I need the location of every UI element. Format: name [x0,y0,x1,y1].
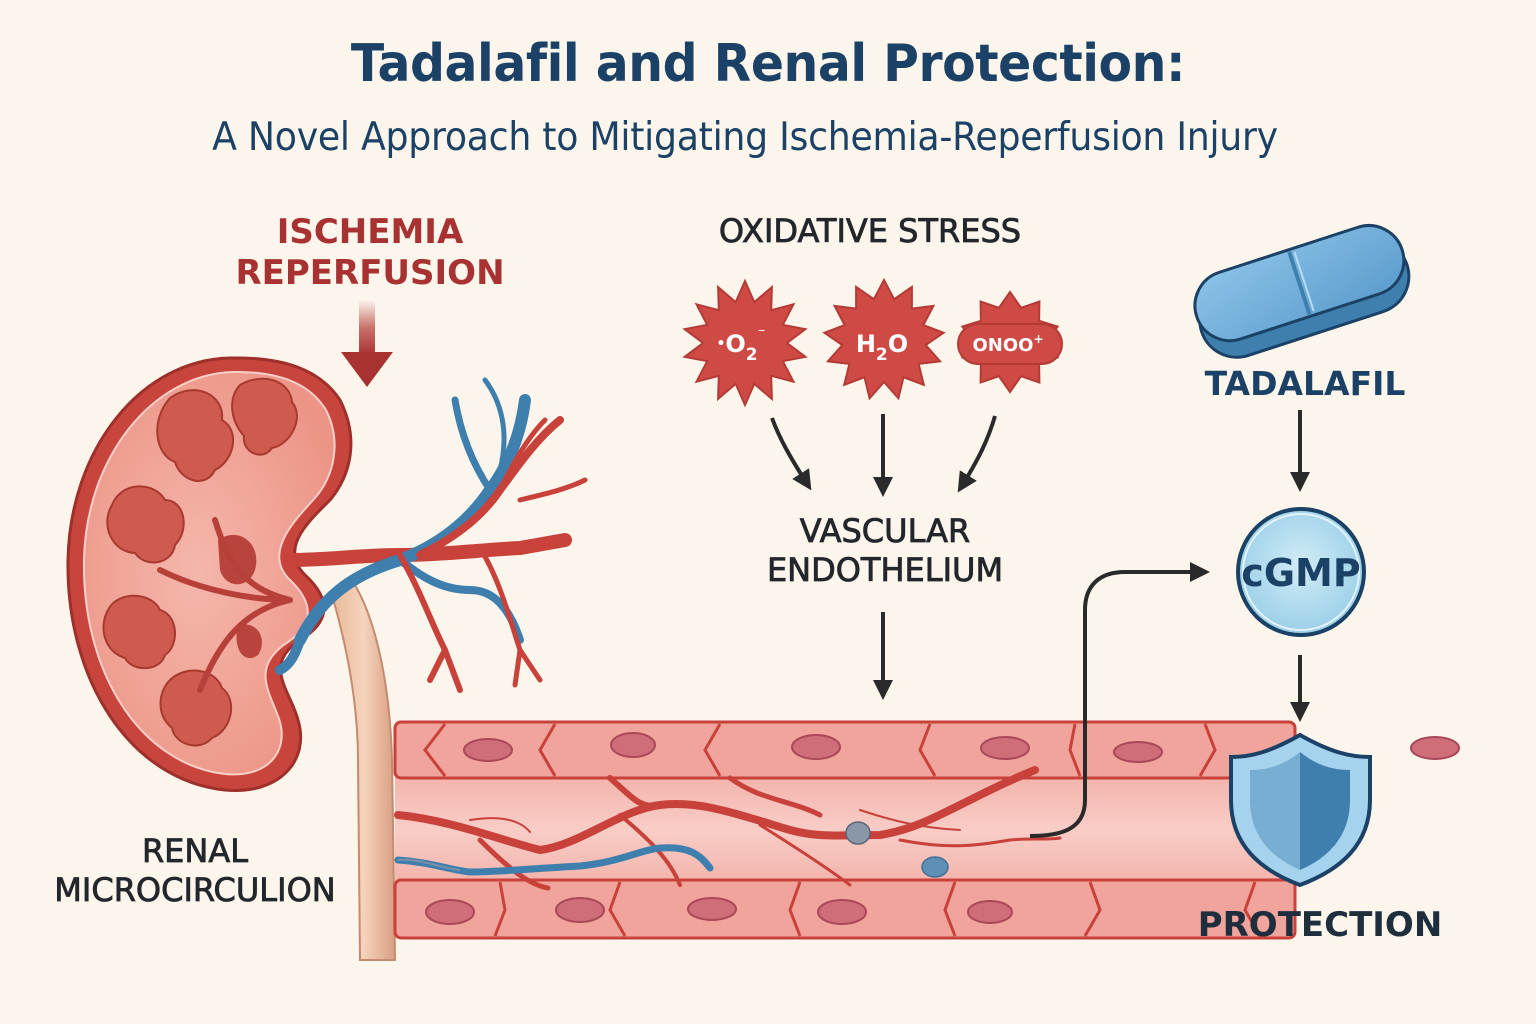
renal-microcirculation-label: RENAL MICROCIRCULION [20,832,370,910]
tadalafil-label: TADALAFIL [1204,364,1406,403]
ischemia-reperfusion-label: ISCHEMIA REPERFUSION [225,212,515,295]
ros-label-peroxynitrite: ONOO+ [972,332,1043,356]
protection-label: PROTECTION [1197,905,1443,945]
ureter [330,583,397,961]
page-title: Tadalafil and Renal Protection: [350,34,1186,94]
ros-burst-superoxide [682,278,808,408]
vascular-endothelium-label: VASCULAR ENDOTHELIUM [740,512,1030,590]
renal-label-line2: MICROCIRCULION [54,871,336,910]
blood-vessel-segment [393,720,1460,940]
renal-vessels [275,377,588,693]
vascular-label-line1: VASCULAR [799,512,971,551]
ischemia-label-line2: REPERFUSION [235,253,505,294]
ros-burst-water [822,277,946,401]
ros-label-superoxide: •O2⁻ [716,324,765,365]
cgmp-label: cGMP [1241,551,1360,595]
cgmp-circle [1236,507,1366,637]
ischemia-label-line1: ISCHEMIA [276,212,464,252]
shield-icon [1229,732,1372,888]
oxidative-stress-label: OXIDATIVE STRESS [718,212,1022,251]
ros-label-water: H2O [856,330,908,365]
vascular-label-line2: ENDOTHELIUM [766,551,1004,590]
ros-arrows [770,414,997,497]
page-subtitle: A Novel Approach to Mitigating Ischemia-… [212,115,1278,160]
renal-label-line1: RENAL [141,832,249,871]
leukocyte [845,821,871,845]
tadalafil-pill-icon [1193,224,1411,359]
kidney-illustration [66,356,353,792]
vessel-to-cgmp-arrow [1029,562,1210,838]
leukocyte [921,856,949,878]
ros-burst-peroxynitrite [957,290,1063,394]
ischemia-arrow [341,300,393,387]
